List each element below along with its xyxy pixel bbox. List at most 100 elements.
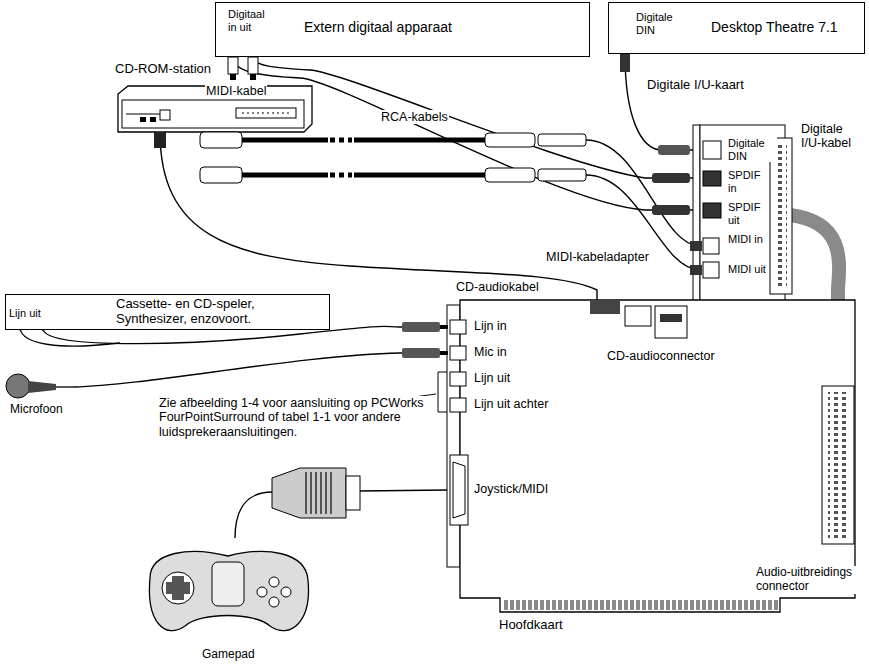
port-label: Joystick/MIDI: [473, 482, 549, 496]
gamepad: [149, 551, 308, 630]
midi-cables: [330, 138, 352, 143]
ribbon-cable: [790, 215, 839, 300]
cable: [160, 132, 597, 300]
midi-cables: [242, 138, 485, 143]
main-card: [655, 306, 687, 338]
gamepad: [281, 587, 291, 597]
joystick-plug: [272, 468, 346, 518]
node-subtext: Digitale DIN: [636, 11, 684, 36]
gamepad: [269, 597, 279, 607]
gamepad: [269, 577, 279, 587]
node-subtext: Lijn uit: [9, 307, 41, 320]
port-label: Digitale DIN: [727, 137, 777, 162]
gamepad: [212, 562, 244, 606]
main-card: [450, 320, 466, 334]
digital-io-card: [703, 171, 721, 186]
main-card: [447, 305, 460, 567]
node-label: Cassette- en CD-speler, Synthesizer, enz…: [116, 297, 306, 327]
digital-io-card: [652, 173, 690, 183]
cable: [233, 57, 693, 210]
joystick-plug: [272, 468, 360, 518]
speaker-system-box: Digitale DIN Desktop Theatre 7.1: [608, 2, 865, 54]
external-device-plugs: [230, 74, 236, 80]
node-label: Digitale I/U-kaart: [647, 78, 744, 93]
microphone: [6, 374, 30, 398]
digital-io-card: [652, 205, 690, 215]
din-plug: [620, 54, 630, 72]
audio-plugs: [402, 322, 440, 332]
cable-label: RCA-kabels: [380, 110, 449, 124]
gamepad: [149, 551, 308, 630]
main-card: [450, 455, 468, 525]
microphone: [56, 386, 74, 387]
node-label: Hoofdkaart: [499, 618, 563, 633]
gamepad: Gamepad: [140, 538, 315, 666]
audio-plugs: [440, 325, 448, 329]
midi-cables: [200, 132, 242, 148]
digital-io-card: [690, 241, 702, 251]
cd-rom-drive: [236, 108, 296, 118]
microphone: [6, 374, 74, 398]
audio-plugs: [440, 351, 448, 355]
port-label: SPDIF in: [727, 169, 767, 194]
port-label: Mic in: [473, 345, 508, 359]
node-label: Gamepad: [202, 648, 255, 662]
gamepad: [257, 587, 267, 597]
cable: [253, 57, 693, 178]
midi-cables: [485, 168, 535, 182]
device-box: Digitaal in uit Extern digitaal apparaat: [215, 2, 590, 57]
node-label: CD-ROM-station: [115, 62, 211, 77]
cable-label: Digitale I/U-kabel: [800, 122, 864, 151]
joystick-plug: [302, 472, 332, 514]
midi-cables: [538, 134, 586, 146]
digital-io-card: [703, 141, 721, 159]
port-label: MIDI in: [727, 233, 767, 246]
cd-rom-drive: [242, 113, 290, 114]
digital-io-card: [703, 238, 719, 254]
main-card: [450, 372, 466, 386]
midi-cables: [200, 167, 242, 183]
cable: [625, 54, 693, 150]
node-label: Desktop Theatre 7.1: [711, 19, 838, 35]
main-card: [590, 300, 620, 314]
digital-io-card: [703, 203, 721, 218]
ribbon-cable: [828, 392, 848, 538]
port-label: CD-audioconnector: [606, 349, 716, 363]
external-device-plugs: [228, 57, 258, 80]
main-card: [828, 392, 848, 538]
cable-label: CD-audiokabel: [455, 280, 540, 294]
main-card: [502, 600, 778, 610]
node-subtext: Digitaal in uit: [228, 8, 274, 33]
digital-io-card: [775, 144, 787, 288]
main-card: [450, 346, 466, 360]
microphone: [28, 381, 56, 393]
port-label: Audio-uitbreidings connector: [755, 566, 865, 594]
main-card: [453, 462, 465, 518]
digital-io-card: [690, 265, 702, 275]
midi-cables: [200, 132, 700, 270]
midi-cables: [586, 140, 700, 246]
midi-cables: [538, 169, 586, 181]
ribbon-cable: [822, 386, 854, 544]
external-device-plugs: [228, 57, 238, 74]
cd-rom-drive: [154, 132, 166, 148]
external-device-plugs: [250, 74, 256, 80]
gamepad: [162, 572, 194, 604]
device-box: Lijn uit Cassette- en CD-speler, Synthesi…: [5, 294, 330, 330]
cd-rom-drive: [150, 117, 156, 122]
cd-rom-drive: [160, 110, 170, 120]
node-label: Extern digitaal apparaat: [304, 19, 452, 35]
cable: [74, 353, 447, 387]
note: Zie afbeelding 1-4 voor aansluiting op P…: [158, 396, 432, 439]
cable-label: MIDI-kabel: [205, 84, 267, 98]
port-label: MIDI uit: [727, 263, 767, 276]
cassette-wire: [20, 328, 120, 346]
port-label: SPDIF uit: [727, 201, 767, 226]
audio-plugs: [402, 322, 448, 358]
main-card: [822, 386, 854, 544]
main-card: [660, 314, 682, 322]
microphone: Microfoon: [4, 365, 74, 420]
midi-cables: [485, 133, 535, 147]
